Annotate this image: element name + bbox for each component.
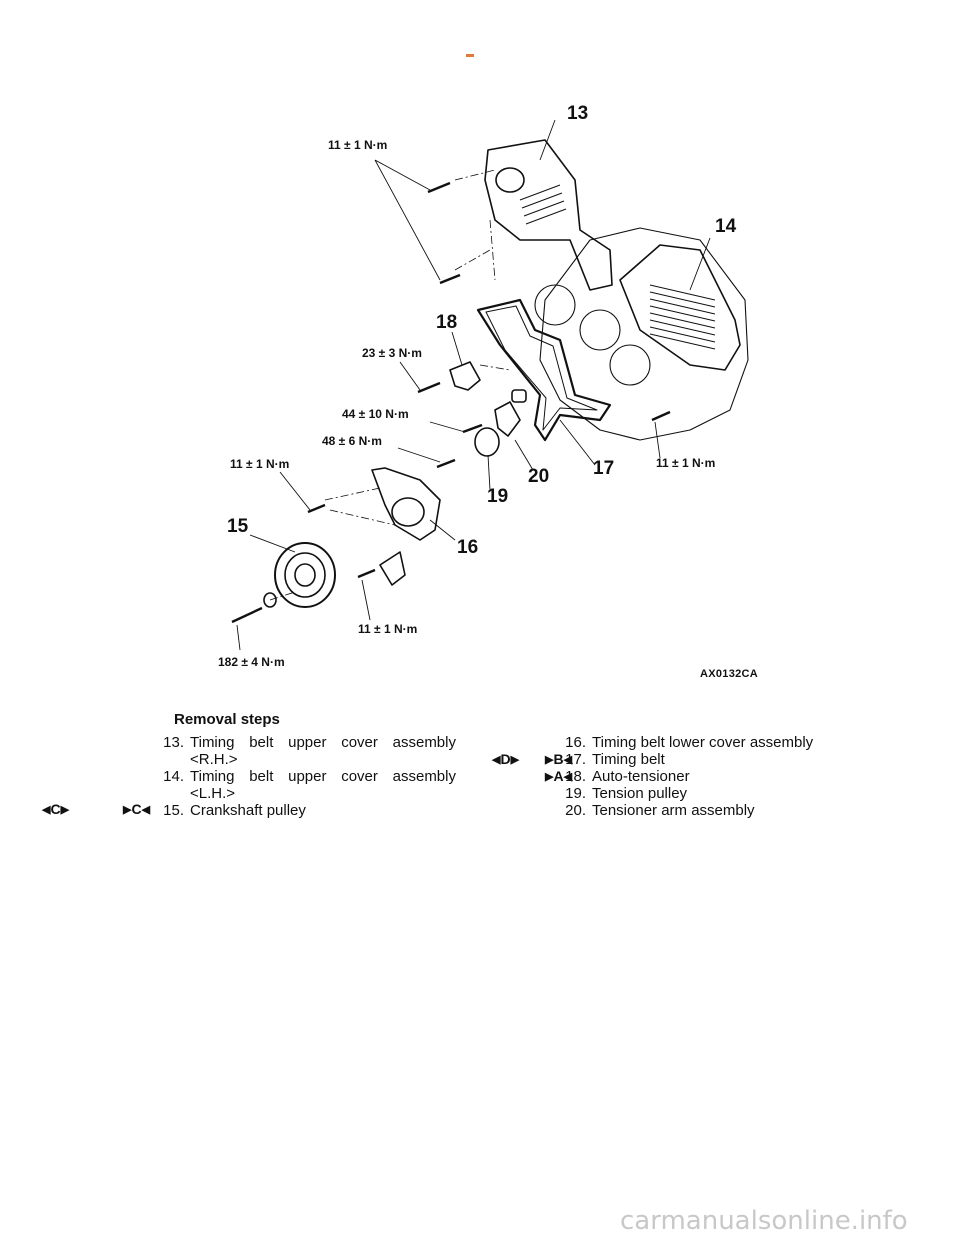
step-18: 18.Auto-tensioner (565, 768, 690, 785)
step-16: 16.Timing belt lower cover assembly (565, 734, 814, 751)
callout-20: 20 (528, 466, 550, 487)
mark-B-remove: ▶B◀ (545, 751, 573, 767)
callout-19: 19 (487, 486, 509, 507)
lower-cover (371, 467, 441, 541)
timing-belt (476, 298, 612, 442)
step-20: 20.Tensioner arm assembly (565, 802, 755, 819)
step-19: 19.Tension pulley (565, 785, 688, 802)
callout-18: 18 (436, 312, 458, 333)
step-14: 14.Timing belt upper cover assembly (163, 768, 456, 785)
torque-crankshaft: 182 ± 4 N·m (218, 655, 285, 669)
torque-lower-cover: 11 ± 1 N·m (230, 457, 290, 471)
crankshaft-pulley (274, 542, 336, 608)
step-14-cont: <L.H.> (190, 785, 236, 802)
step-15: 15.Crankshaft pulley (163, 802, 306, 819)
callout-17: 17 (593, 458, 615, 479)
step-13-cont: <R.H.> (190, 751, 238, 768)
mark-A-remove: ▶A◀ (545, 768, 573, 784)
tension-pulley (474, 427, 500, 457)
torque-tension-pulley: 48 ± 6 N·m (322, 434, 382, 448)
removal-steps-title: Removal steps (174, 711, 280, 728)
mark-C-remove: ▶C◀ (123, 801, 151, 817)
callout-16: 16 (457, 537, 479, 558)
upper-cover-rh (484, 139, 613, 291)
callout-15: 15 (227, 516, 249, 537)
watermark-footer: carmanualsonline.info (620, 1206, 908, 1236)
header-dash (466, 54, 474, 57)
callout-14: 14 (715, 216, 737, 237)
timing-belt-exploded-diagram (231, 119, 749, 651)
diagram-code: AX0132CA (700, 668, 759, 680)
torque-upper-cover-bolts: 11 ± 1 N·m (328, 138, 388, 152)
upper-cover-lh (619, 244, 741, 371)
tensioner-arm (494, 401, 521, 437)
step-13: 13.Timing belt upper cover assembly (163, 734, 456, 751)
torque-upper-cover-lh: 11 ± 1 N·m (656, 456, 716, 470)
mark-D-install: ◀D▶ (492, 751, 520, 767)
engine-block (539, 227, 749, 441)
torque-tensioner-arm: 44 ± 10 N·m (342, 407, 409, 421)
auto-tensioner (449, 361, 481, 391)
torque-bracket: 11 ± 1 N·m (358, 622, 418, 636)
step-17: 17.Timing belt (565, 751, 665, 768)
callout-13: 13 (567, 103, 589, 124)
torque-auto-tensioner: 23 ± 3 N·m (362, 346, 422, 360)
mark-C-install: ◀C▶ (42, 801, 70, 817)
